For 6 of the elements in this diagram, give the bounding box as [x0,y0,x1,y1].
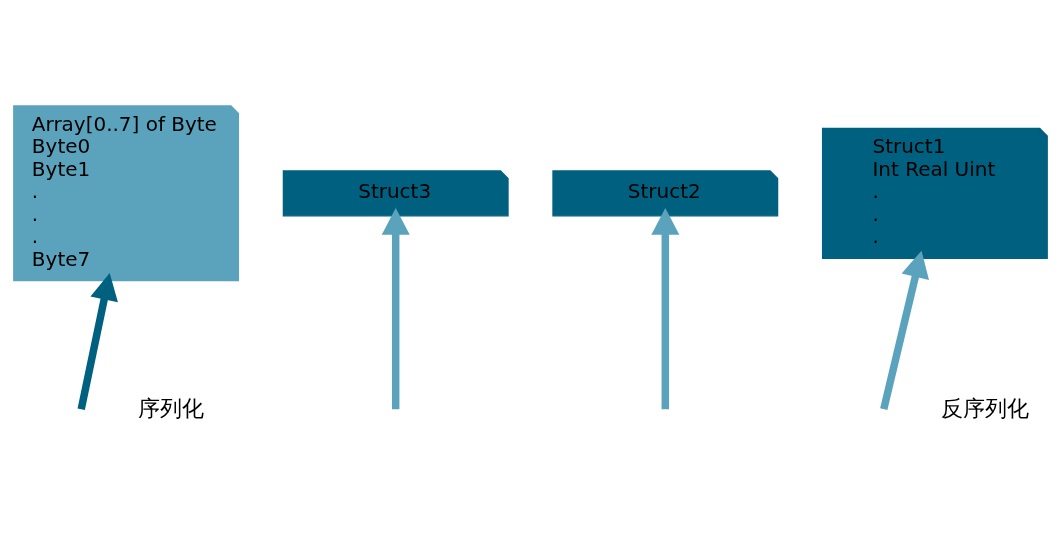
label: 序列化 [138,395,205,422]
arrow [77,273,118,410]
arrow [651,208,680,410]
label: 反序列化 [940,395,1029,422]
arrow [381,208,410,410]
arrow [880,250,929,410]
